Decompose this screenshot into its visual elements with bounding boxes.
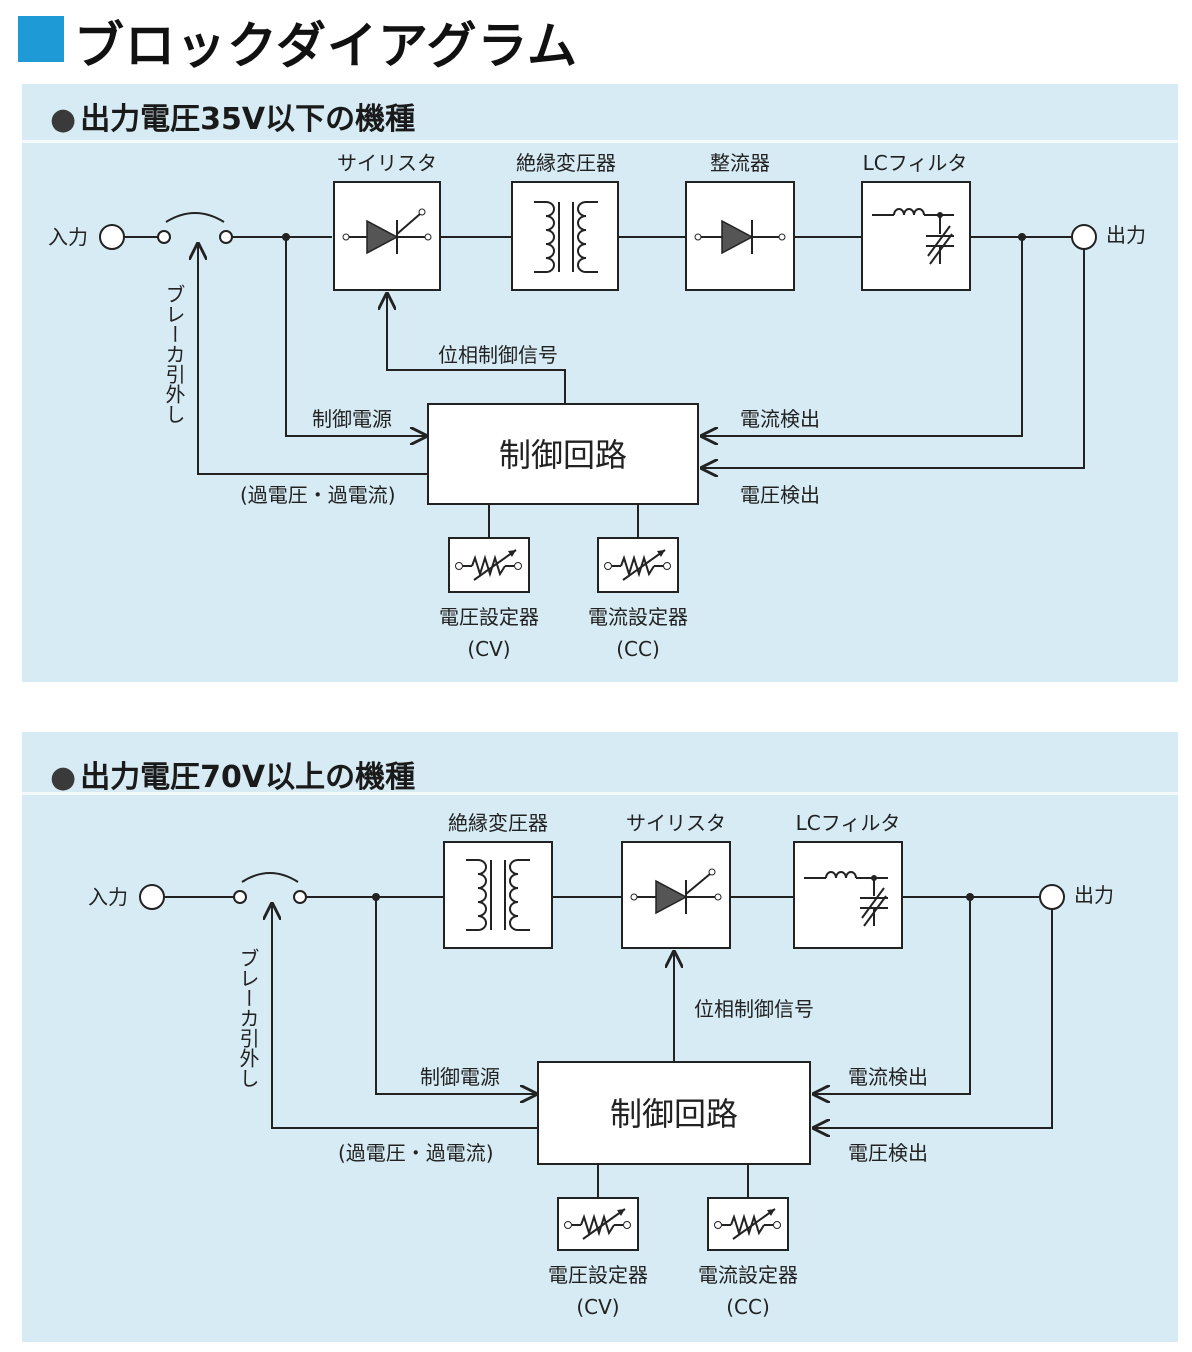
current-setter-mode: (CC): [726, 1295, 770, 1319]
output-label: 出力: [1074, 883, 1114, 907]
transformer-block: [443, 841, 553, 949]
thyristor-icon: [342, 208, 432, 255]
panel-heading-text: 出力電圧35V以下の機種: [80, 102, 416, 137]
current-detect-label: 電流検出: [740, 407, 820, 431]
bullet-icon: ●: [50, 760, 77, 795]
input-label: 入力: [88, 885, 128, 909]
page-title: ブロックダイアグラム: [74, 17, 578, 75]
diode-icon: [694, 219, 786, 255]
control-circuit-label: 制御回路: [499, 436, 627, 474]
panel-heading: ●出力電圧35V以下の機種: [50, 94, 415, 138]
protection-label: (過電圧・過電流): [338, 1141, 494, 1165]
variable-resistor-icon: [564, 1208, 631, 1240]
input-terminal-icon: [139, 884, 165, 910]
protection-label: (過電圧・過電流): [240, 483, 396, 507]
block-label-lc-filter: LCフィルタ: [796, 811, 901, 835]
lc-filter-icon: [872, 208, 954, 265]
bullet-icon: ●: [50, 102, 77, 137]
control-power-label: 制御電源: [420, 1065, 500, 1089]
breaker-trip-label: ブレーカ引外し: [162, 284, 186, 424]
voltage-setter-label: 電圧設定器: [439, 605, 539, 629]
phase-control-label: 位相制御信号: [694, 997, 814, 1021]
panel-heading-text: 出力電圧70V以上の機種: [80, 760, 416, 795]
control-circuit-block: [427, 403, 699, 505]
output-terminal-icon: [1039, 884, 1065, 910]
current-setter-label: 電流設定器: [588, 605, 688, 629]
thyristor-block: [621, 841, 731, 949]
block-label-rectifier: 整流器: [710, 151, 770, 175]
voltage-setter-mode: (CV): [576, 1295, 619, 1319]
voltage-detect-label: 電圧検出: [848, 1141, 928, 1165]
current-detect-label: 電流検出: [848, 1065, 928, 1089]
phase-control-label: 位相制御信号: [438, 343, 558, 367]
block-diagram-high-voltage: 入力 絶縁変圧器 サイリスタ: [88, 811, 1114, 1319]
control-power-label: 制御電源: [312, 407, 392, 431]
title-marker-square: [18, 16, 64, 62]
panel-heading: ●出力電圧70V以上の機種: [50, 752, 415, 796]
panel-header: ●出力電圧35V以下の機種: [22, 84, 1178, 143]
block-label-transformer: 絶縁変圧器: [516, 151, 616, 175]
transformer-icon: [534, 201, 598, 273]
diagram-panel-low-voltage: ●出力電圧35V以下の機種 入力 サイリスタ: [22, 84, 1178, 682]
lc-filter-icon: [804, 871, 888, 927]
breaker-switch-icon: [157, 212, 233, 244]
transformer-block: [511, 181, 619, 291]
variable-resistor-icon: [714, 1208, 781, 1240]
lc-filter-block: [793, 841, 903, 949]
input-label: 入力: [48, 225, 88, 249]
output-terminal-icon: [1071, 224, 1097, 250]
voltage-detect-label: 電圧検出: [740, 483, 820, 507]
transformer-icon: [466, 859, 530, 931]
variable-resistor-icon: [604, 549, 671, 581]
diagram-panel-high-voltage: ●出力電圧70V以上の機種 入力 絶縁変圧器 サイリス: [22, 732, 1178, 1342]
block-label-thyristor: サイリスタ: [626, 811, 726, 835]
current-setter-mode: (CC): [616, 637, 660, 661]
control-circuit-block: [537, 1061, 811, 1165]
thyristor-icon: [630, 868, 722, 915]
breaker-switch-icon: [233, 872, 307, 904]
breaker-trip-label: ブレーカ引外し: [236, 948, 260, 1088]
block-diagram-low-voltage: 入力 サイリスタ 絶縁変圧器: [48, 151, 1146, 661]
output-label: 出力: [1106, 223, 1146, 247]
current-setter-label: 電流設定器: [698, 1263, 798, 1287]
control-circuit-label: 制御回路: [610, 1095, 738, 1133]
voltage-setter-label: 電圧設定器: [548, 1263, 648, 1287]
voltage-setter-mode: (CV): [467, 637, 510, 661]
block-label-lc-filter: LCフィルタ: [863, 151, 968, 175]
input-terminal-icon: [99, 224, 125, 250]
variable-resistor-icon: [455, 549, 522, 581]
block-label-transformer: 絶縁変圧器: [448, 811, 548, 835]
block-label-thyristor: サイリスタ: [337, 151, 437, 175]
panel-header: ●出力電圧70V以上の機種: [22, 732, 1178, 795]
